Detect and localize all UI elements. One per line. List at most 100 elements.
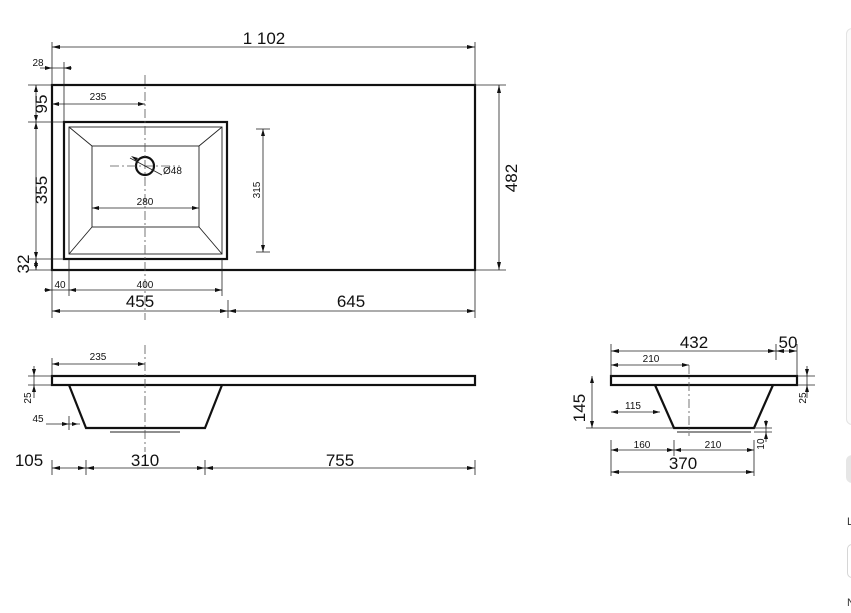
side-slab-profile	[609, 374, 799, 387]
dim-arrow	[62, 422, 69, 426]
dim-arrow	[674, 448, 681, 452]
dim-arrow	[32, 369, 36, 376]
dim-arrow	[228, 309, 236, 313]
bowl-corner-line	[68, 226, 93, 255]
dim-front-left-offset: 105	[15, 451, 43, 470]
dim-arrow	[197, 466, 205, 470]
dim-arrow	[590, 421, 594, 428]
dim-arrow	[611, 470, 619, 474]
bowl-floor	[91, 145, 200, 228]
bowl-corner-line	[68, 126, 93, 147]
dim-slab-thickness-front: 25	[23, 392, 34, 404]
dim-bottom-thickness: 10	[756, 438, 767, 450]
dim-overall-length: 1 102	[243, 29, 286, 48]
dim-arrow	[92, 206, 99, 210]
panel-button[interactable]	[846, 455, 851, 483]
dim-side-bottom-width: 210	[705, 440, 722, 451]
dim-arrow	[64, 66, 71, 70]
dim-arrow	[138, 102, 145, 106]
bowl-profile	[67, 384, 224, 430]
dim-arrow	[52, 45, 60, 49]
dim-arrow	[611, 363, 618, 367]
dim-arrow	[34, 263, 38, 270]
dim-arrow	[789, 349, 797, 353]
dim-arrow	[768, 349, 776, 353]
dim-arrow	[205, 466, 213, 470]
dim-side-height: 145	[570, 394, 589, 422]
dim-arrow	[78, 466, 86, 470]
dim-arrow	[34, 85, 38, 92]
dim-arrow	[45, 288, 52, 292]
dim-arrow	[667, 448, 674, 452]
dim-arrow	[45, 66, 52, 70]
dim-overall-depth: 482	[502, 164, 521, 192]
bowl-inner-rim	[68, 126, 223, 255]
dim-arrow	[34, 115, 38, 122]
side-bowl-profile	[653, 384, 775, 430]
dim-arrow	[611, 349, 619, 353]
dim-side-inner-offset: 115	[625, 401, 641, 412]
panel-frame	[846, 28, 851, 425]
dim-arrow	[32, 385, 36, 392]
dim-bowl-wall-offset: 45	[32, 414, 44, 425]
dim-drain-offset-top: 235	[90, 92, 107, 103]
dim-arrow	[776, 349, 784, 353]
dim-arrow	[764, 432, 768, 439]
dim-arrow	[69, 288, 76, 292]
dim-arrow	[611, 448, 618, 452]
dim-arrow	[497, 85, 501, 93]
dim-arrow	[746, 470, 754, 474]
dim-bowl-zone-length: 455	[126, 292, 154, 311]
dim-slab-thickness-side: 25	[798, 392, 809, 404]
dim-arrow	[805, 385, 809, 392]
dim-arrow	[261, 129, 265, 136]
side-panel: L N	[846, 0, 851, 613]
panel-input[interactable]	[847, 544, 851, 578]
dim-inner-width: 280	[137, 197, 154, 208]
dim-front-drain-offset: 235	[90, 352, 107, 363]
bowl-outer-rim	[62, 120, 229, 261]
dim-bowl-inner-length: 400	[137, 280, 154, 291]
dim-side-bottom-left: 160	[634, 440, 651, 451]
dim-arrow	[747, 448, 754, 452]
dim-arrow	[52, 102, 59, 106]
front-view: 235 25 45 105 310 755	[15, 345, 477, 475]
dim-arrow	[653, 410, 660, 414]
panel-label-1: L	[847, 516, 851, 528]
dim-arrow	[590, 376, 594, 383]
dim-arrow	[611, 410, 618, 414]
bowl-corner-line	[198, 226, 223, 255]
dim-drain-diameter: Ø48	[163, 166, 182, 177]
dim-arrow	[467, 45, 475, 49]
dim-arrow	[764, 421, 768, 428]
dim-arrow	[682, 363, 689, 367]
dim-front-bowl-width: 310	[131, 451, 159, 470]
dim-bowl-top-offset: 95	[32, 95, 51, 114]
dim-arrow	[72, 422, 78, 426]
dim-arrow	[52, 309, 60, 313]
drain-leader	[129, 157, 163, 176]
dim-arrow	[138, 362, 145, 366]
dim-arrow	[215, 288, 222, 292]
dim-side-width: 432	[680, 333, 708, 352]
dim-arrow	[86, 466, 94, 470]
side-view: 432 50 210 145 115 25 10	[570, 333, 815, 476]
dim-arrow	[805, 369, 809, 376]
plan-view: 1 102 28 95 355 32 235 Ø48 280	[14, 29, 521, 320]
dim-bowl-depth-plan: 355	[32, 176, 51, 204]
slab-profile	[50, 374, 477, 387]
dim-side-drain-offset: 210	[643, 354, 660, 365]
dim-side-rear-offset: 50	[779, 333, 798, 352]
dim-arrow	[52, 362, 59, 366]
dim-edge-offset: 28	[32, 58, 44, 69]
drain-leader-arrow	[131, 156, 138, 161]
dim-front-shelf-length: 755	[326, 451, 354, 470]
dim-arrow	[34, 122, 38, 129]
dim-arrow	[467, 309, 475, 313]
dim-arrow	[497, 262, 501, 270]
dim-shelf-length: 645	[337, 292, 365, 311]
countertop-outline	[50, 83, 477, 272]
dim-bowl-bottom-offset: 32	[14, 255, 33, 274]
panel-label-2: N	[847, 597, 851, 609]
